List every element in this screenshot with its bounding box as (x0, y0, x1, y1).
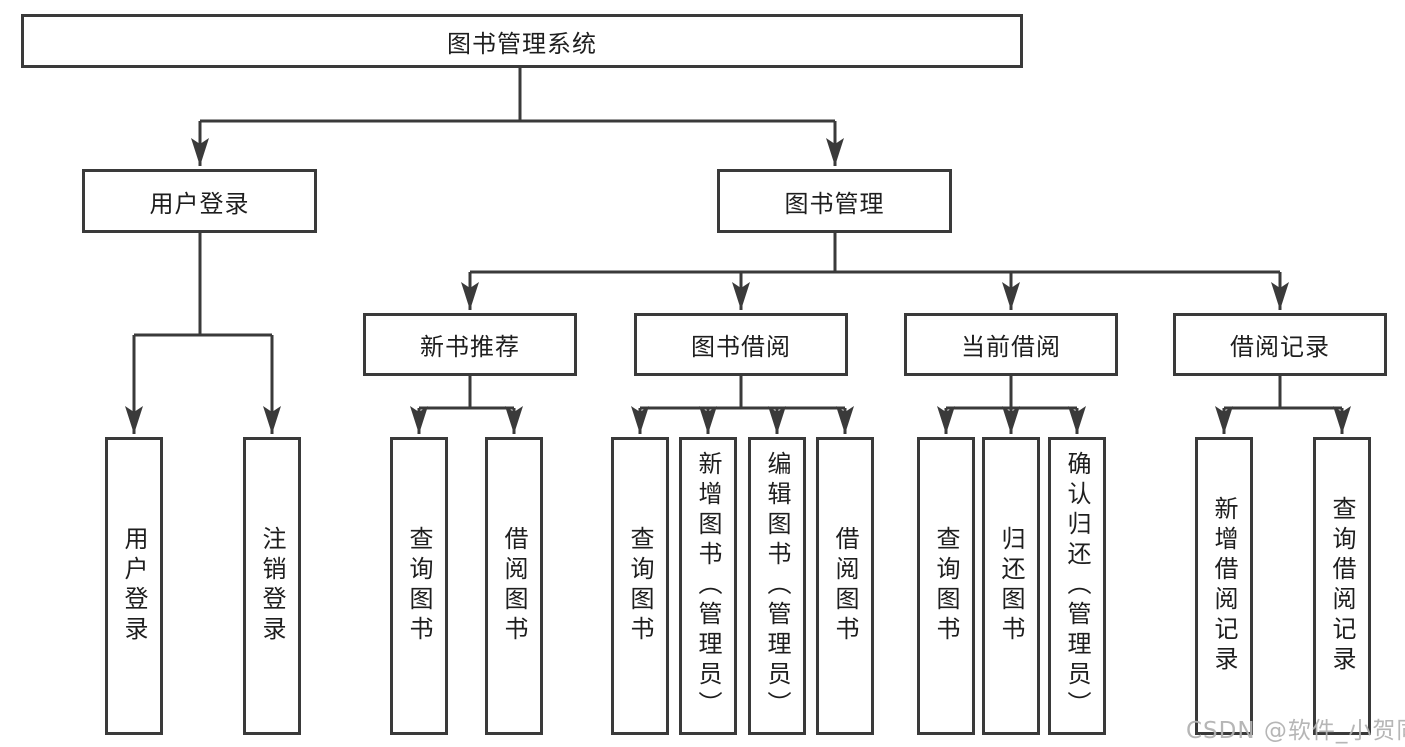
leaf-query-book-recommend: 查询图书 (390, 437, 448, 735)
leaf-query-book-current: 查询图书 (917, 437, 975, 735)
node-borrowing-records: 借阅记录 (1173, 313, 1387, 376)
leaf-query-book-borrowing: 查询图书 (611, 437, 669, 735)
node-root-library-system: 图书管理系统 (21, 14, 1023, 68)
node-new-book-recommend: 新书推荐 (363, 313, 577, 376)
node-user-login: 用户登录 (82, 169, 317, 233)
node-book-borrowing: 图书借阅 (634, 313, 848, 376)
leaf-borrow-book-recommend: 借阅图书 (485, 437, 543, 735)
leaf-query-borrow-record: 查询借阅记录 (1313, 437, 1371, 735)
node-current-borrowing: 当前借阅 (904, 313, 1118, 376)
watermark: CSDN @软件_小贺同学 (1186, 718, 1405, 744)
leaf-return-book: 归还图书 (982, 437, 1040, 735)
leaf-add-book-admin: 新增图书（管理员） (679, 437, 737, 735)
leaf-logout: 注销登录 (243, 437, 301, 735)
leaf-borrow-book-borrowing: 借阅图书 (816, 437, 874, 735)
leaf-confirm-return-admin: 确认归还（管理员） (1048, 437, 1106, 735)
leaf-user-login: 用户登录 (105, 437, 163, 735)
node-book-management: 图书管理 (717, 169, 952, 233)
leaf-add-borrow-record: 新增借阅记录 (1195, 437, 1253, 735)
leaf-edit-book-admin: 编辑图书（管理员） (748, 437, 806, 735)
